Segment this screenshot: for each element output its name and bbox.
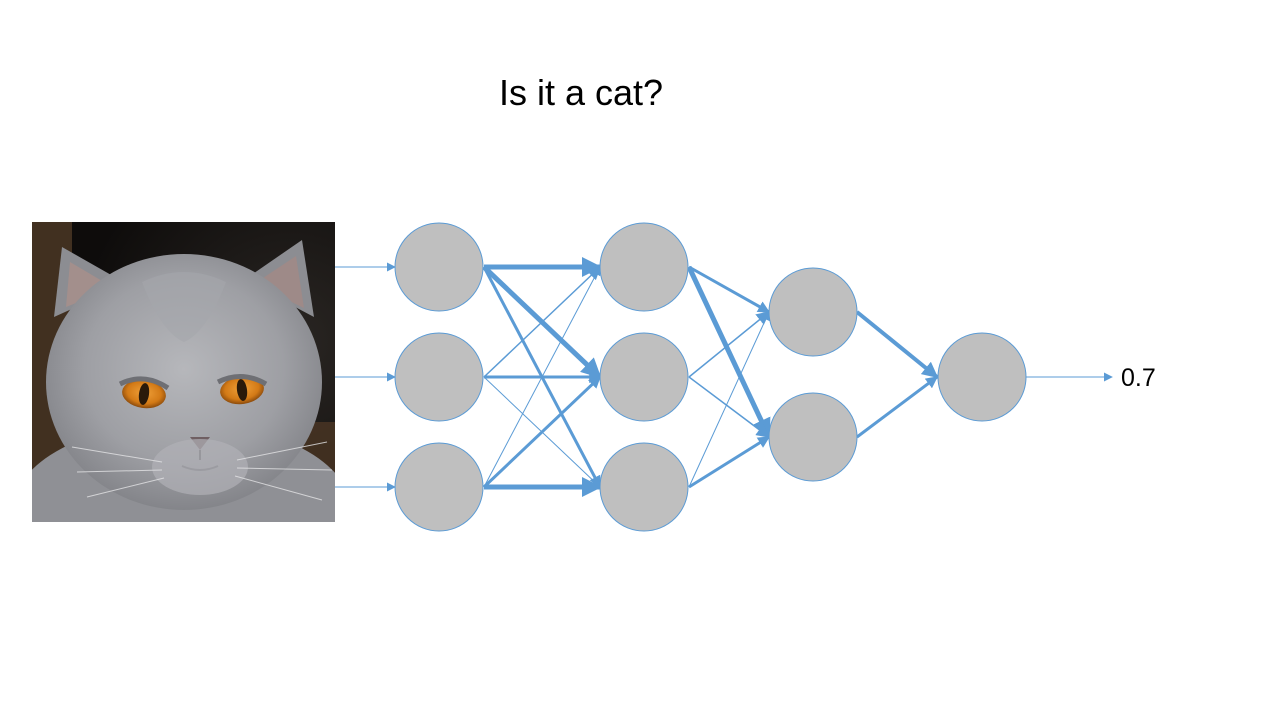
edge — [855, 310, 939, 379]
edge — [688, 311, 770, 488]
node — [394, 442, 484, 532]
edge — [483, 266, 601, 488]
edge — [482, 375, 602, 489]
edge — [686, 265, 772, 439]
edge — [688, 435, 771, 489]
edge — [688, 265, 771, 314]
edges-layer2-to-layer3 — [686, 265, 772, 489]
edges-layer1-to-layer2 — [482, 257, 602, 497]
layer-3 — [768, 267, 858, 482]
layer-output — [937, 332, 1027, 422]
slide-title: Is it a cat? — [498, 72, 664, 113]
cat-photo — [32, 222, 335, 522]
node — [599, 222, 689, 312]
node — [599, 332, 689, 422]
edge — [688, 311, 771, 378]
edge — [483, 266, 601, 378]
edge — [856, 375, 938, 439]
edges-layer3-to-output — [855, 310, 939, 439]
input-arrows — [335, 262, 396, 492]
node — [768, 267, 858, 357]
node — [599, 442, 689, 532]
layer-2 — [599, 222, 689, 532]
output-node — [937, 332, 1027, 422]
node — [768, 392, 858, 482]
layer-1 — [394, 222, 484, 532]
node — [394, 222, 484, 312]
node — [394, 332, 484, 422]
edge — [688, 376, 771, 438]
output-value: 0.7 — [1121, 364, 1156, 392]
